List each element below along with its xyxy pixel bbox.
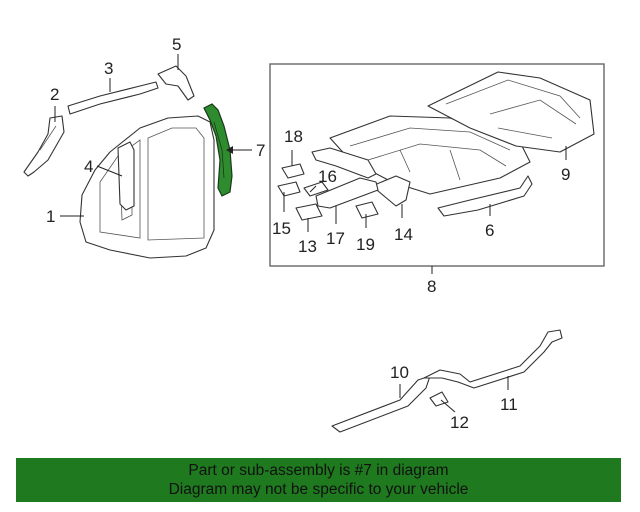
banner-line-1: Part or sub-assembly is #7 in diagram: [188, 462, 449, 479]
part-3-roof-rail[interactable]: [67, 81, 159, 115]
callout-1: 1: [46, 207, 55, 226]
part-11-rail[interactable]: [423, 329, 563, 389]
callout-14: 14: [394, 225, 413, 244]
callout-11: 11: [500, 395, 518, 414]
callout-6: 6: [485, 221, 494, 240]
assembly-8-frame: [269, 63, 605, 267]
part-5-corner-bracket[interactable]: [157, 65, 195, 101]
callout-4: 4: [84, 157, 93, 176]
part-16b-small[interactable]: [303, 181, 329, 197]
callout-18: 18: [284, 127, 303, 146]
part-10-rocker-lower[interactable]: [331, 375, 431, 433]
part-18-clip[interactable]: [281, 163, 305, 179]
part-16-bracket[interactable]: [311, 147, 377, 179]
part-6-rocker[interactable]: [437, 175, 533, 217]
callout-3: 3: [104, 59, 113, 78]
part-4-pillar[interactable]: [117, 141, 135, 211]
callout-2: 2: [50, 85, 59, 104]
callout-9: 9: [561, 165, 570, 184]
part-13-plate[interactable]: [295, 203, 323, 221]
callout-12: 12: [450, 413, 469, 432]
part-2-bracket[interactable]: [23, 115, 65, 177]
info-banner: Part or sub-assembly is #7 in diagram Di…: [16, 458, 621, 502]
leader-lines: [54, 54, 567, 413]
part-1-side-frame[interactable]: [79, 115, 215, 259]
callouts: 1 2 3 4 5 6 7 8 9 10 11 12 13 14 15 16 1…: [46, 35, 570, 432]
arrow-icon: [226, 146, 233, 154]
part-15-bracket[interactable]: [277, 181, 301, 197]
banner-line-2: Diagram may not be specific to your vehi…: [168, 481, 469, 498]
callout-13: 13: [298, 237, 317, 256]
part-7-highlighted[interactable]: [203, 103, 233, 197]
callout-8: 8: [427, 277, 436, 296]
part-19-clip[interactable]: [355, 201, 379, 219]
callout-7: 7: [256, 141, 265, 160]
callout-10: 10: [390, 363, 409, 382]
callout-5: 5: [172, 35, 181, 54]
part-9-rear-floor[interactable]: [427, 71, 595, 153]
part-17-rail[interactable]: [315, 177, 379, 209]
callout-15: 15: [272, 219, 291, 238]
callout-16: 16: [318, 167, 337, 186]
part-14-crossmember[interactable]: [371, 175, 411, 207]
callout-19: 19: [356, 235, 375, 254]
callout-17: 17: [326, 229, 345, 248]
